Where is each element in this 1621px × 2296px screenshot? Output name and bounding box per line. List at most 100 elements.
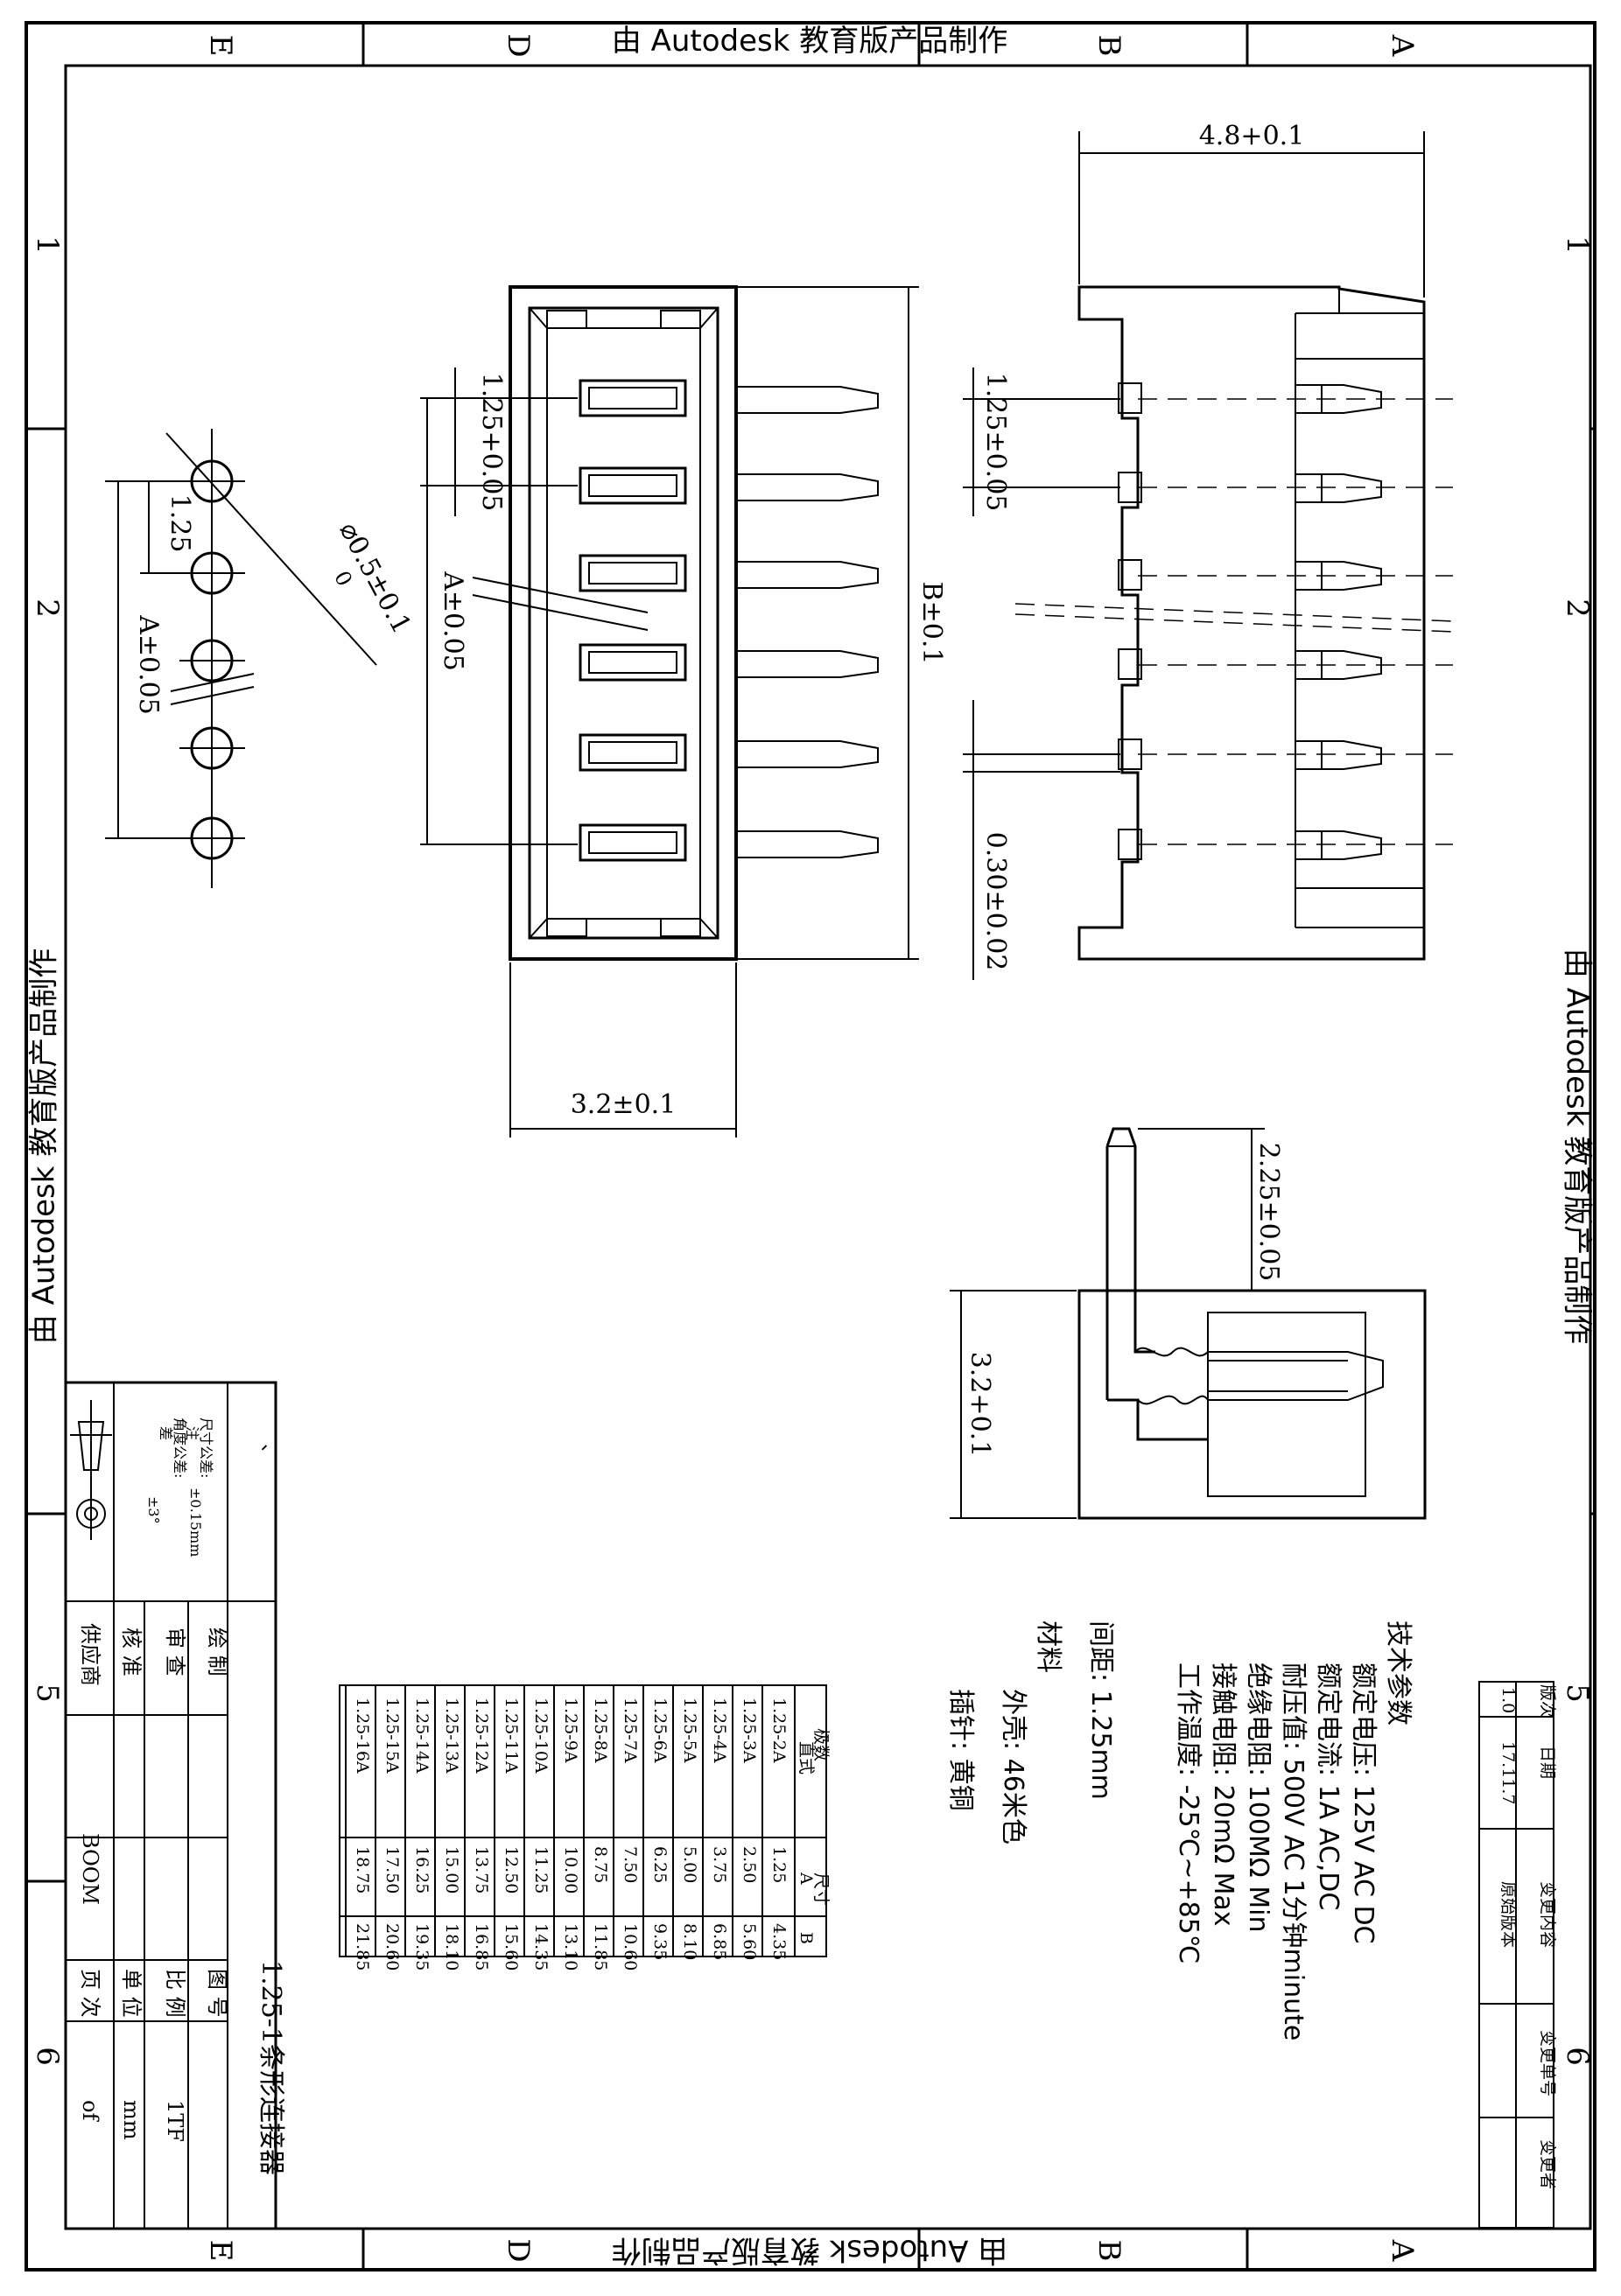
drawing-frame: [25, 21, 1596, 2272]
zone-right-2: 2: [1560, 598, 1595, 618]
table-col-b: B: [796, 1932, 816, 1944]
table-cell-model: 1.25-6A: [650, 1698, 670, 1763]
table-cell-model: 1.25-16A: [353, 1698, 372, 1774]
label-approved: 核 准: [119, 1628, 144, 1676]
front-view: 1.25+0.05 A±0.05 B±0.1 3.2±0.1: [420, 285, 947, 1138]
table-cell-model: 1.25-14A: [412, 1698, 432, 1774]
table-cell-b: 18.10: [442, 1923, 461, 1970]
watermark-top: 由 Autodesk 教育版产品制作: [612, 24, 1007, 59]
table-cell-b: 8.10: [680, 1923, 699, 1960]
table-cell-b: 11.85: [591, 1923, 610, 1970]
angle-note: 差: [158, 1426, 174, 1440]
table-cell-model: 1.25-7A: [621, 1698, 640, 1763]
rev-header-author: 变更者: [1538, 2139, 1557, 2189]
spec-line-contact: 接触电阻: 20mΩ Max: [1208, 1662, 1239, 1927]
spec-line-withstand: 耐压值: 500V AC 1分钟minute: [1278, 1662, 1309, 2040]
label-scale: 比 例: [163, 1969, 187, 2018]
zone-right-5: 5: [1560, 1684, 1595, 1703]
table-cell-b: 4.35: [769, 1923, 789, 1960]
value-unit: mm: [119, 2100, 144, 2140]
table-cell-a: 13.75: [472, 1846, 491, 1894]
dim-pitch-side: 1.25±0.05: [980, 373, 1011, 512]
tolerance-title: 尺寸公差:: [198, 1418, 214, 1478]
table-cell-a: 7.50: [621, 1846, 640, 1883]
projection-symbol-icon: [70, 1400, 112, 1540]
table-col-a: A: [796, 1872, 816, 1885]
rev-value-content: 原始版本: [1498, 1881, 1518, 1948]
spec-line-current: 额定电流: 1A AC,DC: [1313, 1662, 1344, 1910]
table-cell-a: 12.50: [502, 1846, 521, 1894]
side-view: 4.8+0.1 1.25±0.05 0.30±0.02: [963, 121, 1454, 980]
rev-value-version: 1.0: [1498, 1687, 1518, 1713]
contact-slots: [579, 379, 687, 862]
label-page: 页 次: [78, 1969, 102, 2018]
table-cell-a: 11.25: [531, 1846, 551, 1894]
dim-a-hole: A±0.05: [133, 614, 164, 715]
zone-left-1: 1: [30, 235, 65, 255]
table-cell-a: 8.75: [591, 1846, 610, 1883]
label-supplier: 供应商: [78, 1623, 102, 1686]
title-block: 尺寸公差: 注 角度公差: 差 ±0.15mm ±3° 、 绘 制 审 查 核 …: [64, 1381, 286, 2230]
label-unit: 单 位: [119, 1969, 144, 2018]
spec-heading: 技术参数: [1383, 1620, 1414, 1726]
dim-pitch-front: 1.25+0.05: [476, 373, 507, 512]
table-cell-model: 1.25-11A: [502, 1698, 521, 1774]
rev-header-content: 变更内容: [1538, 1881, 1557, 1948]
dim-a-front: A±0.05: [438, 570, 468, 671]
table-cell-b: 10.60: [621, 1923, 640, 1970]
table-cell-b: 14.35: [531, 1923, 551, 1970]
table-cell-model: 1.25-4A: [710, 1698, 729, 1763]
zone-right-1: 1: [1560, 235, 1595, 255]
label-checked: 审 查: [163, 1628, 187, 1676]
table-header-model: 极数: [811, 1728, 831, 1761]
dim-hole-dia-sub: 0: [329, 567, 357, 591]
table-cell-a: 5.00: [680, 1846, 699, 1883]
table-cell-a: 2.50: [740, 1846, 759, 1883]
table-cell-model: 1.25-12A: [472, 1698, 491, 1774]
zone-bottom-b: B: [1091, 2240, 1126, 2262]
spec-pin: 插针: 黄铜: [945, 1689, 976, 1811]
zone-bottom-d: D: [501, 2238, 536, 2262]
spec-housing: 外壳: 46米色: [998, 1689, 1028, 1844]
value-scale: 1TF: [163, 2100, 187, 2142]
table-cell-model: 1.25-2A: [769, 1698, 789, 1763]
table-cell-a: 10.00: [561, 1846, 580, 1894]
spec-material-heading: 材料: [1033, 1620, 1063, 1673]
dim-depth-front: 3.2±0.1: [571, 1089, 677, 1120]
zone-top-a: A: [1385, 34, 1420, 57]
zone-left-6: 6: [30, 2047, 65, 2066]
watermark-bottom: 由 Autodesk 教育版产品制作: [612, 2233, 1007, 2268]
spec-block: 技术参数 额定电压: 125V AC DC 额定电流: 1A AC,DC 耐压值…: [945, 1620, 1414, 2040]
rev-header-version: 版次: [1538, 1684, 1557, 1718]
dim-pin-height: 2.25±0.05: [1253, 1143, 1284, 1282]
table-cell-a: 6.25: [650, 1846, 670, 1883]
watermarks: 由 Autodesk 教育版产品制作 由 Autodesk 教育版产品制作 由 …: [27, 24, 1595, 2268]
table-cell-a: 15.00: [442, 1846, 461, 1894]
table-cell-a: 1.25: [769, 1846, 789, 1883]
table-cell-a: 18.75: [353, 1846, 372, 1894]
value-page: of: [78, 2100, 102, 2122]
zone-bottom-e: E: [203, 2240, 238, 2262]
table-cell-a: 17.50: [382, 1846, 402, 1894]
hole-pattern-view: 1.25 A±0.05 ⌀0.5±0.1 0: [105, 429, 417, 888]
rev-header-order: 变更单号: [1538, 2030, 1557, 2096]
spec-line-insulation: 绝缘电阻: 100MΩ Min: [1243, 1662, 1274, 1932]
table-cell-b: 6.85: [710, 1923, 729, 1960]
dim-body-height: 3.2+0.1: [965, 1352, 995, 1458]
title-mark: 、: [257, 1444, 279, 1463]
table-cell-model: 1.25-15A: [382, 1698, 402, 1774]
tolerance-note: 注: [184, 1426, 200, 1440]
table-cell-a: 3.75: [710, 1846, 729, 1883]
table-cell-model: 1.25-8A: [591, 1698, 610, 1763]
zone-top-d: D: [501, 33, 536, 57]
side-contacts: [1118, 382, 1382, 860]
label-drawn: 绘 制: [205, 1628, 229, 1676]
watermark-right: 由 Autodesk 教育版产品制作: [1560, 948, 1595, 1344]
supplier-value: BOOM: [78, 1833, 102, 1905]
label-drawing-no: 图 号: [205, 1969, 229, 2018]
pin-section-view: 2.25±0.05 3.2+0.1: [950, 1127, 1427, 1520]
table-cell-a: 16.25: [412, 1846, 432, 1894]
zone-right-6: 6: [1560, 2047, 1595, 2066]
tolerance-value: ±0.15mm: [187, 1488, 204, 1557]
